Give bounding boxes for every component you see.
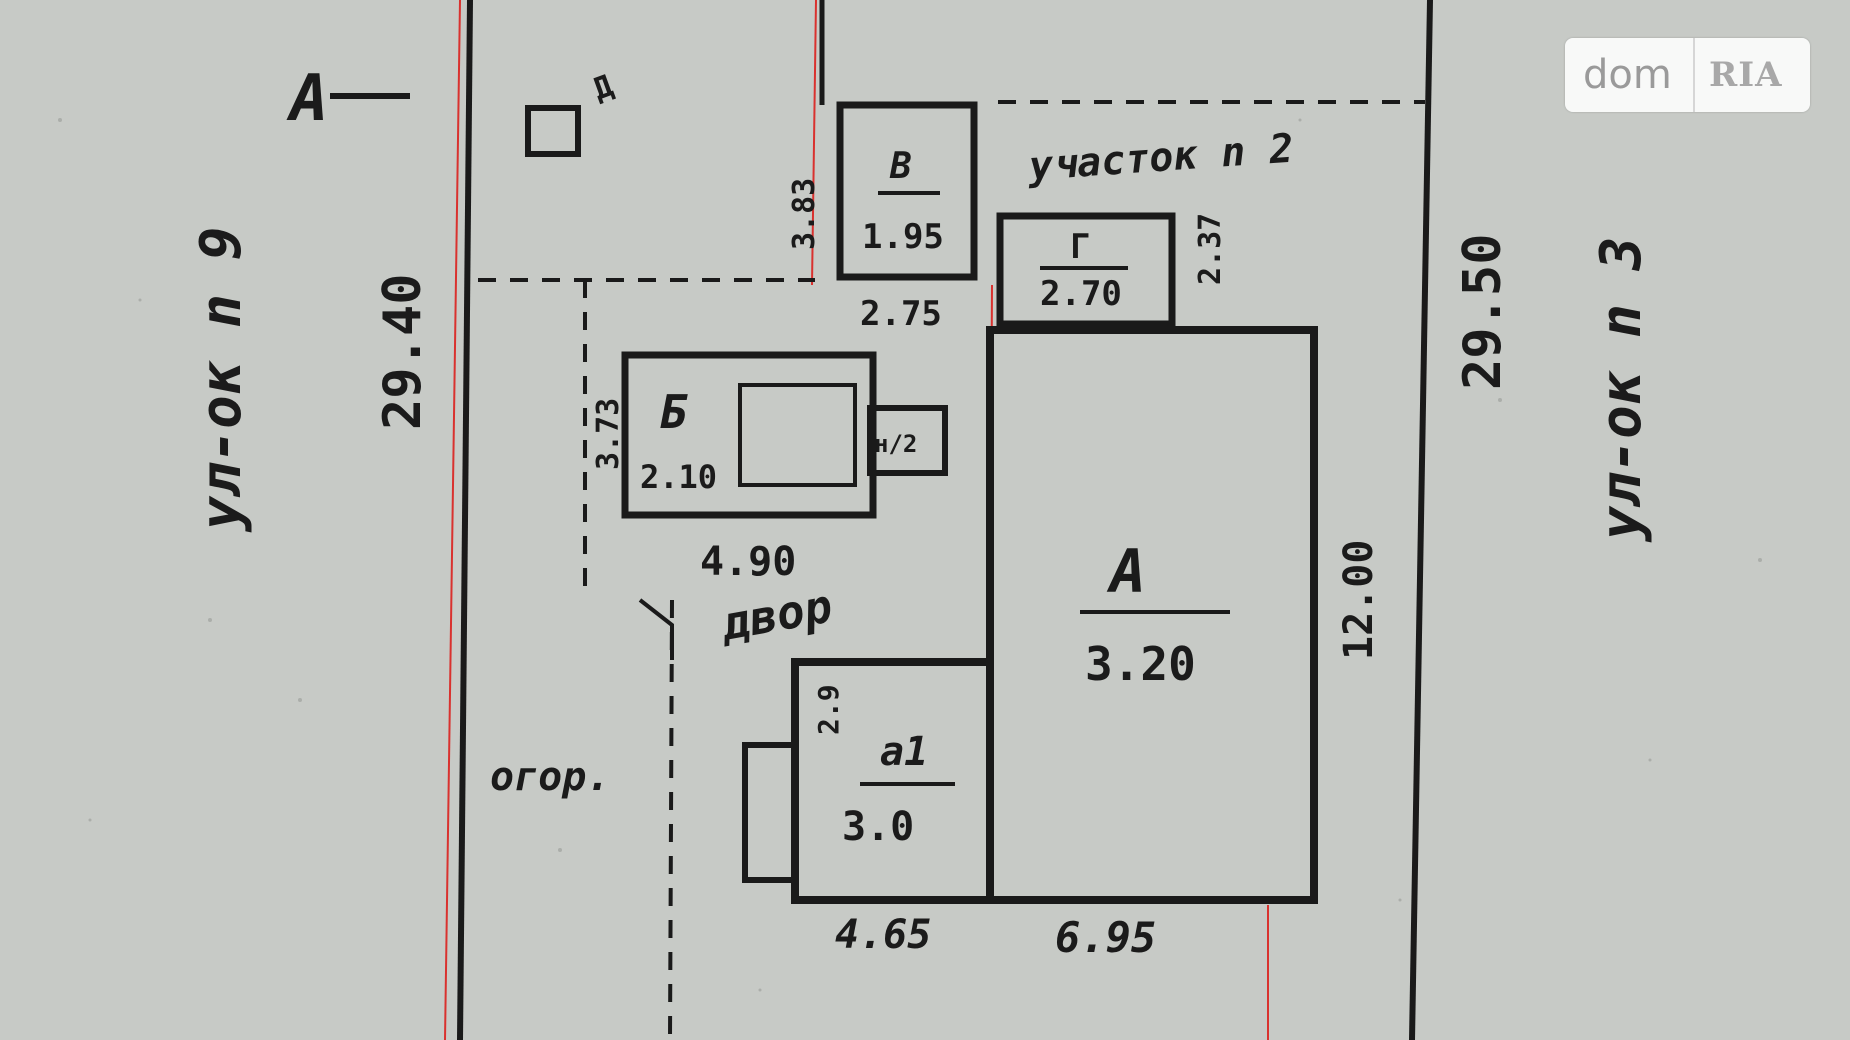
house-a-letter: А (1106, 537, 1146, 607)
annex-a1-height: 2.9 (812, 684, 845, 735)
shed-d-label: Д (589, 68, 618, 107)
building-b-letter: Б (660, 385, 688, 439)
building-v-width: 1.95 (862, 217, 944, 257)
dim-465: 4.65 (835, 912, 931, 958)
building-g-height: 2.37 (1193, 213, 1228, 285)
annex-a1-width: 3.0 (842, 804, 914, 850)
building-g-letter: Г (1070, 227, 1090, 267)
paper-texture (58, 118, 1762, 992)
building-b-annex (867, 405, 948, 476)
fence-corner-line (638, 598, 674, 660)
dim-695: 6.95 (1055, 913, 1156, 962)
shed-d-box (525, 105, 581, 157)
building-v (836, 101, 978, 281)
annex-a1-porch (742, 742, 798, 883)
left-boundary-line (457, 0, 473, 1040)
north-letter: А (286, 62, 329, 136)
building-b-height: 3.73 (591, 398, 626, 470)
top-red-line (811, 0, 817, 286)
lot-length-right: 29.50 (1453, 233, 1513, 390)
fence-label: огор. (490, 754, 610, 800)
building-b-inner (738, 383, 857, 487)
house-a-height: 12.00 (1336, 540, 1382, 660)
yard-label: двор (716, 578, 836, 651)
lot-length-left: 29.40 (373, 273, 433, 430)
annex-a1-letter: а1 (880, 729, 928, 775)
right-boundary-line (1409, 0, 1433, 1040)
dim-below-v: 2.75 (860, 294, 942, 334)
domria-watermark: dom RIA (1565, 38, 1810, 112)
watermark-ria: RIA (1709, 55, 1783, 95)
house-a-width: 3.20 (1085, 637, 1196, 691)
dim-490: 4.90 (700, 539, 796, 585)
building-b-width: 2.10 (640, 458, 717, 496)
building-v-height: 3.83 (787, 178, 822, 250)
watermark-separator (1693, 38, 1695, 112)
street-left-label: ул-ок n 9 (189, 227, 254, 533)
left-red-line (444, 0, 461, 1040)
main-house-a (986, 326, 1318, 904)
building-g-width: 2.70 (1040, 274, 1122, 314)
watermark-dom: dom (1583, 52, 1672, 98)
neighbor-lot-label: участок n 2 (1025, 126, 1294, 191)
fence-dashed-line (668, 599, 674, 1040)
street-right-label: ул-ок n 3 (1589, 237, 1654, 543)
building-b-annex-label: н/2 (874, 430, 917, 458)
building-g (996, 212, 1176, 328)
building-v-letter: В (889, 146, 912, 187)
